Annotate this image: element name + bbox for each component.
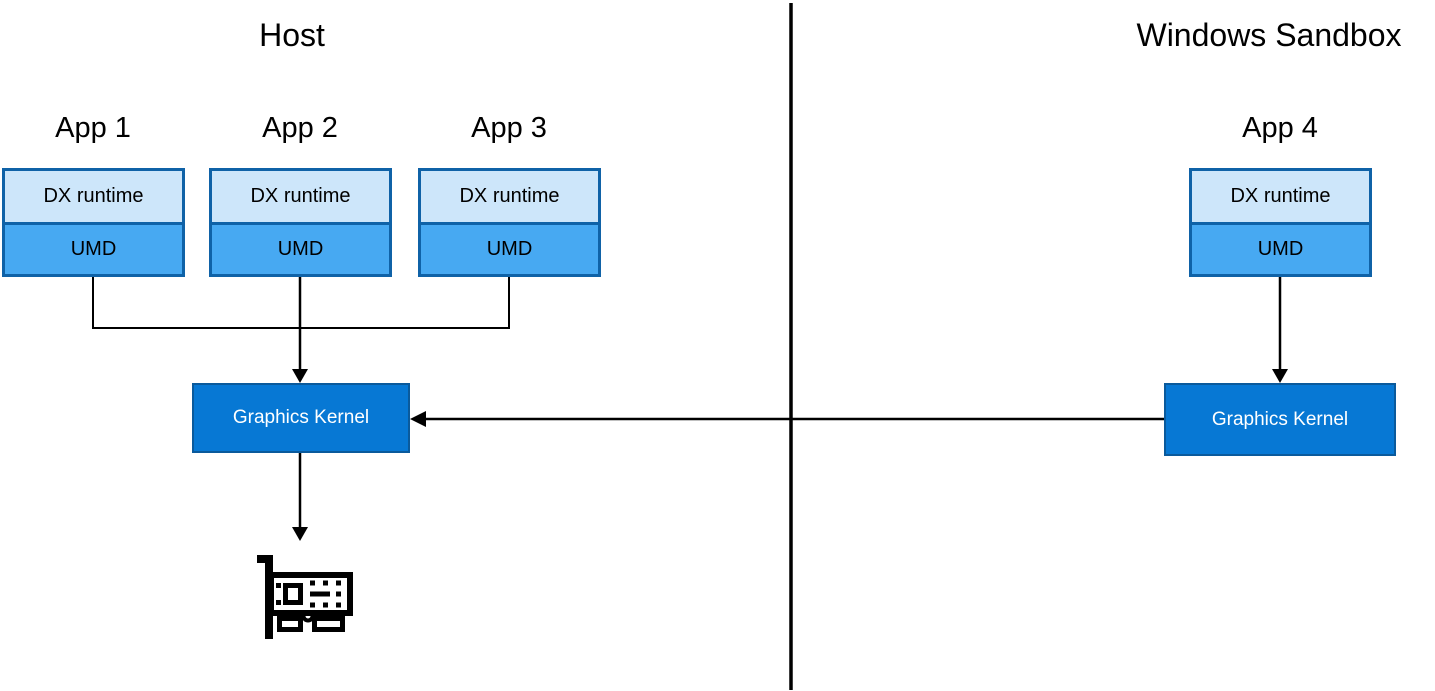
graphics-card-icon — [257, 555, 353, 639]
arrow-app4-to-sandbox-kernel-head — [1272, 369, 1288, 383]
app-2-label: App 2 — [262, 112, 338, 144]
app-4-box: DX runtime UMD — [1189, 168, 1372, 277]
app-3-umd-cell: UMD — [421, 222, 598, 274]
app-1-dx-runtime-cell: DX runtime — [5, 171, 182, 222]
arrow-host-kernel-to-gpu-head — [292, 527, 308, 541]
app-2-umd-cell: UMD — [212, 222, 389, 274]
app-4-label: App 4 — [1242, 112, 1318, 144]
gpu-connector-left — [277, 616, 303, 632]
app-3-dx-runtime-cell: DX runtime — [421, 171, 598, 222]
app-3-label: App 3 — [471, 112, 547, 144]
sandbox-graphics-kernel-box: Graphics Kernel — [1164, 383, 1396, 456]
app-4-umd-cell: UMD — [1192, 222, 1369, 274]
arrow-sandbox-kernel-to-host-kernel-head — [410, 411, 426, 427]
app-3-box: DX runtime UMD — [418, 168, 601, 277]
gpu-connector-right — [312, 616, 345, 632]
app-1-umd-cell: UMD — [5, 222, 182, 274]
host-graphics-kernel-box: Graphics Kernel — [192, 383, 410, 453]
host-title: Host — [259, 17, 325, 53]
gpu-chip — [283, 583, 303, 605]
gpu-connector-notch — [301, 615, 315, 623]
gpu-dots — [276, 580, 341, 608]
app-1-label: App 1 — [55, 112, 131, 144]
sandbox-title: Windows Sandbox — [1136, 17, 1402, 53]
app-2-dx-runtime-cell: DX runtime — [212, 171, 389, 222]
app-1-box: DX runtime UMD — [2, 168, 185, 277]
arrow-apps-to-host-kernel-head — [292, 369, 308, 383]
app-4-dx-runtime-cell: DX runtime — [1192, 171, 1369, 222]
app-2-box: DX runtime UMD — [209, 168, 392, 277]
gpu-bracket — [257, 555, 273, 639]
